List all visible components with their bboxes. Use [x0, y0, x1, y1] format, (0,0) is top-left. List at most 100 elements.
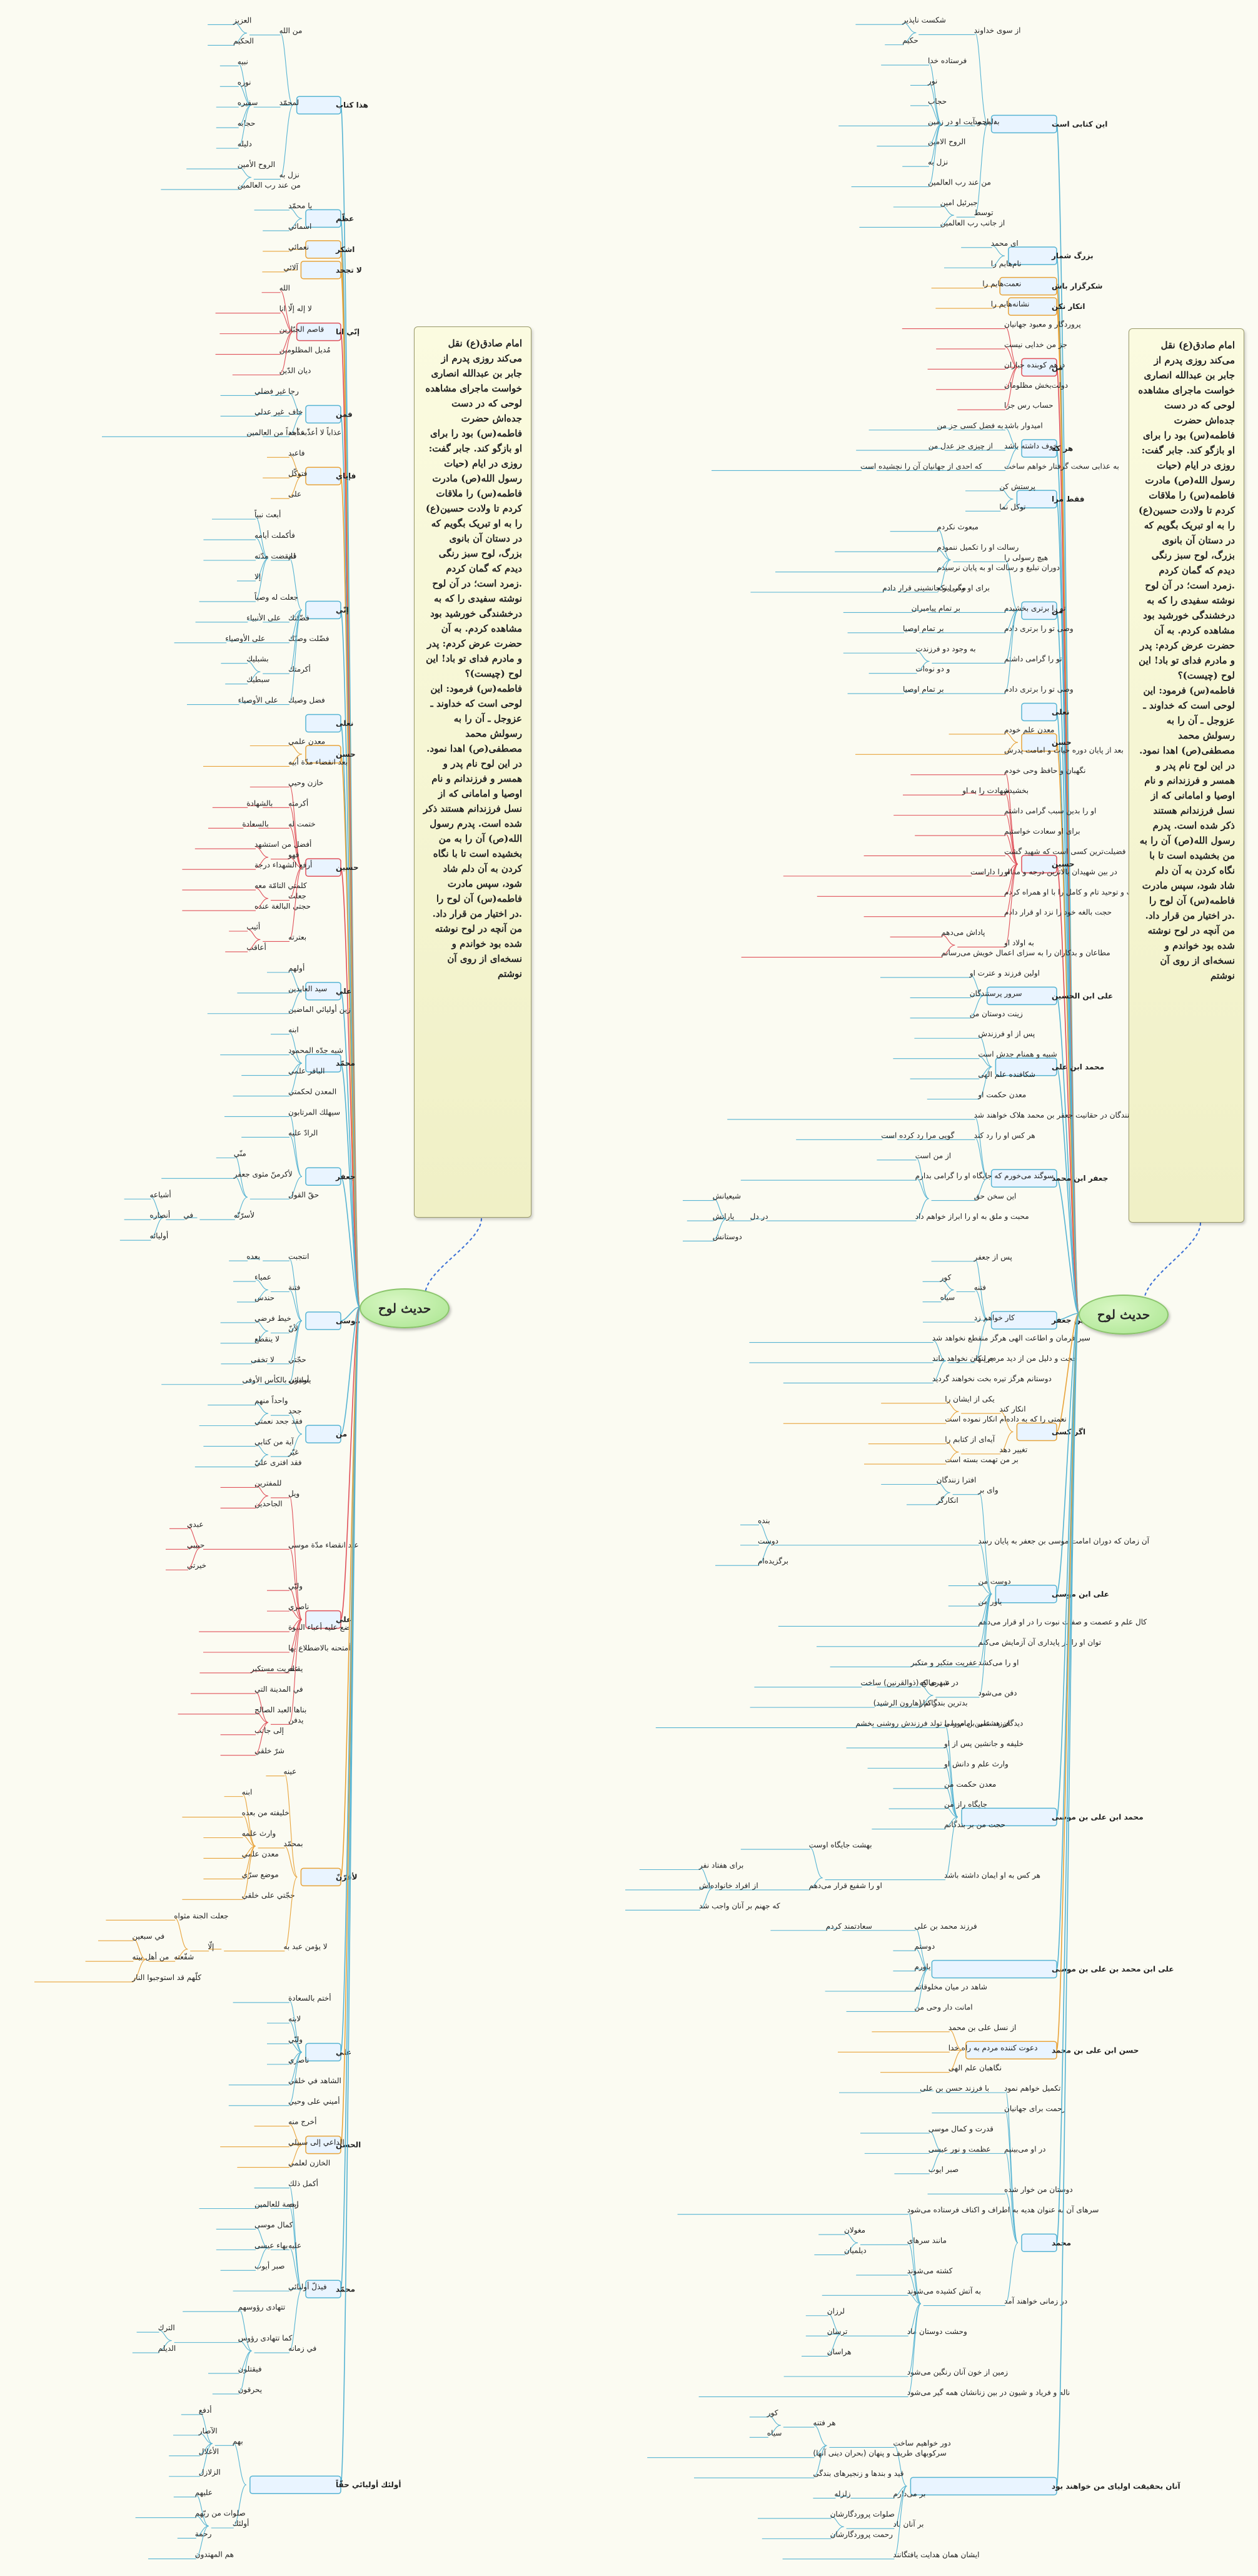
main-topic-node[interactable]: هذا كتاب [296, 96, 368, 114]
main-topic-node[interactable]: جعفر ابن محمد [990, 1169, 1109, 1188]
sub-topic-label[interactable]: از جانب رب العالمین [940, 218, 1005, 228]
sub-topic-label[interactable]: ای محمد [991, 239, 1019, 248]
sub-topic-label[interactable]: دوست [758, 1537, 778, 1546]
main-topic-node[interactable]: محمد [1021, 2233, 1071, 2253]
sub-topic-label[interactable]: محبت و ملق به او را ابراز خواهم داد [915, 1212, 1029, 1221]
sub-topic-label[interactable]: شهادت را به او [962, 786, 1009, 796]
sub-topic-label[interactable]: أولئك [233, 2518, 249, 2528]
sub-topic-label[interactable]: حجاب [928, 97, 947, 106]
main-topic-node[interactable]: من [1021, 358, 1063, 377]
sub-topic-label[interactable]: فيذلّ أوليائي [288, 2281, 327, 2291]
main-topic-node[interactable]: محمّد [305, 1054, 355, 1073]
sub-topic-label[interactable]: شکافنده علم الهی [978, 1070, 1035, 1079]
main-topic-node[interactable]: اشكر [305, 240, 355, 259]
sub-topic-label[interactable]: نزل به [928, 158, 948, 167]
sub-topic-label[interactable]: أرفع الشهداء درجة [254, 860, 312, 870]
sub-topic-label[interactable]: لا ينقطع [254, 1335, 279, 1343]
sub-topic-label[interactable]: خازن وحيي [288, 778, 323, 787]
main-topic-node[interactable]: شکرگزار باش [999, 276, 1102, 296]
sub-topic-label[interactable]: رحمة للعالمين [254, 2200, 299, 2209]
sub-topic-label[interactable]: لابنه [288, 2014, 301, 2023]
sub-topic-label[interactable]: برگزیده‌ام [758, 1557, 788, 1566]
sub-topic-label[interactable]: زینت دوستان من [970, 1009, 1023, 1019]
sub-topic-label[interactable]: به اولاد او [1004, 938, 1034, 947]
sub-topic-label[interactable]: وليّي [288, 1582, 303, 1591]
sub-topic-label[interactable]: برای او سعادت خواستیم [1004, 827, 1080, 836]
sub-topic-label[interactable]: یارانش [713, 1212, 735, 1221]
sub-topic-label[interactable]: بر آنان باد [893, 2519, 923, 2529]
sub-topic-label[interactable]: جبرئیل امین [940, 198, 978, 208]
sub-topic-label[interactable]: على [288, 490, 301, 498]
sub-topic-label[interactable]: در او می‌بینیم [1004, 2144, 1046, 2154]
sub-topic-label[interactable]: تو را گرامی داشتم [1004, 654, 1062, 664]
sub-topic-label[interactable]: دوستان من خوار شده [1004, 2185, 1073, 2195]
sub-topic-label[interactable]: مگر اینکه [937, 583, 966, 593]
sub-topic-label[interactable]: أدفع [199, 2405, 212, 2415]
sub-topic-label[interactable]: في زمانه [288, 2344, 316, 2353]
sub-topic-label[interactable]: ناصري [288, 1602, 309, 1612]
sub-topic-label[interactable]: به فضل کسی جز من [937, 422, 1003, 431]
sub-topic-label[interactable]: فهو [288, 851, 299, 860]
sub-topic-label[interactable]: بعترته [288, 932, 306, 942]
sub-topic-label[interactable]: ورودی اردوهٔ کنندگان در حقانیت جعفر بن م… [974, 1111, 1175, 1120]
sub-topic-label[interactable]: سيد العابدين [288, 984, 327, 994]
sub-topic-label[interactable]: حقّ القول [288, 1190, 319, 1200]
sub-topic-label[interactable]: منّي [234, 1149, 246, 1158]
sub-topic-label[interactable]: هراسان [827, 2348, 852, 2357]
sub-topic-label[interactable]: بالشهادة [246, 799, 273, 807]
sub-topic-label[interactable]: دوستم [914, 1942, 935, 1951]
main-topic-node[interactable]: علی ابن محمد بن علی بن موسی [931, 1959, 1174, 1979]
sub-topic-label[interactable]: هر کس او را رد کند [974, 1131, 1035, 1140]
main-topic-node[interactable]: محمد ابن علی [995, 1058, 1104, 1076]
sub-topic-label[interactable]: أميني على وحيي [288, 2096, 340, 2106]
sub-topic-label[interactable]: امامت و توحید تام و کامل را با او همراه … [1004, 887, 1146, 897]
sub-topic-label[interactable]: شکست ناپذیر [902, 16, 946, 25]
sub-topic-label[interactable]: پس از او فرزندش [978, 1029, 1035, 1039]
sub-topic-label[interactable]: في المدينة التي [254, 1685, 303, 1694]
sub-topic-label[interactable]: درهم کوبنده جباران [1004, 360, 1065, 370]
sub-topic-label[interactable]: رجا [288, 386, 299, 396]
sub-topic-label[interactable]: پرستش کن [999, 482, 1035, 492]
sub-topic-label[interactable]: در بین شهیدان بالاترین درجه و مقام را دا… [970, 867, 1117, 877]
sub-topic-label[interactable]: تکمیل خواهم نمود [1004, 2084, 1060, 2093]
sub-topic-label[interactable]: دیان الدّين [279, 366, 311, 376]
sub-topic-label[interactable]: امیدوار باشد [1004, 422, 1043, 431]
sub-topic-label[interactable]: نعمت‌هایم را [982, 280, 1021, 289]
main-topic-node[interactable]: فمن [305, 405, 353, 424]
sub-topic-label[interactable]: من الله [279, 26, 303, 36]
sub-topic-label[interactable]: جحد [288, 1407, 301, 1415]
sub-topic-label[interactable]: أوليائه [149, 1231, 168, 1241]
sub-topic-label[interactable]: نگاهبان علم الهی [949, 2064, 1002, 2073]
sub-topic-label[interactable]: بمحمّد [283, 1839, 303, 1848]
main-topic-node[interactable]: محمد ابن علی بن موسی [961, 1807, 1144, 1827]
main-topic-node[interactable]: أولئك أوليائي حقّاً [249, 2475, 401, 2494]
main-topic-node[interactable]: إنّي انا [296, 322, 360, 341]
sub-topic-label[interactable]: بدترین بندگانم (هارون الرشید) [873, 1699, 968, 1708]
sub-topic-label[interactable]: بعد انقضاء مدّة أبيه [288, 757, 348, 766]
sub-topic-label[interactable]: فيقتلون [238, 2365, 262, 2374]
sub-topic-label[interactable]: أخرج منه [288, 2117, 316, 2127]
sub-topic-label[interactable]: الديلم [158, 2344, 176, 2353]
sub-topic-label[interactable]: رحمة [195, 2530, 212, 2539]
sub-topic-label[interactable]: دیلمیان [844, 2246, 867, 2255]
sub-topic-label[interactable]: صبر ایوب [928, 2165, 959, 2174]
sub-topic-label[interactable]: يا محمّد [288, 201, 312, 210]
sub-topic-label[interactable]: واحداً منهم [254, 1395, 288, 1406]
sub-topic-label[interactable]: در دل [750, 1212, 768, 1221]
sub-topic-label[interactable]: الزلازل [199, 2468, 221, 2477]
sub-topic-label[interactable]: فقد جحد نعمتي [254, 1417, 303, 1426]
sub-topic-label[interactable]: مبعوث نکردم [937, 523, 979, 532]
sub-topic-label[interactable]: لم [288, 552, 296, 560]
sub-topic-label[interactable]: صلوات پروردگارشان [830, 2510, 895, 2519]
sub-topic-label[interactable]: أثيب [246, 922, 260, 931]
sub-topic-label[interactable]: فرزند محمد بن علی [914, 1922, 977, 1931]
main-topic-node[interactable]: موسى [305, 1311, 360, 1330]
sub-topic-label[interactable]: معدن حکمت او [977, 1091, 1026, 1100]
sub-topic-label[interactable]: نعمائي [288, 243, 309, 251]
sub-topic-label[interactable]: دليله [238, 139, 252, 148]
sub-topic-label[interactable]: به آتش کشیده می‌شوند [907, 2286, 981, 2296]
sub-topic-label[interactable]: يحرقون [238, 2385, 262, 2395]
sub-topic-label[interactable]: سرکوبهای طریف و پنهان (بحران دینی آنها) [813, 2448, 946, 2458]
sub-topic-label[interactable]: در کنار [918, 1699, 940, 1708]
sub-topic-label[interactable]: وای بر [977, 1486, 998, 1495]
